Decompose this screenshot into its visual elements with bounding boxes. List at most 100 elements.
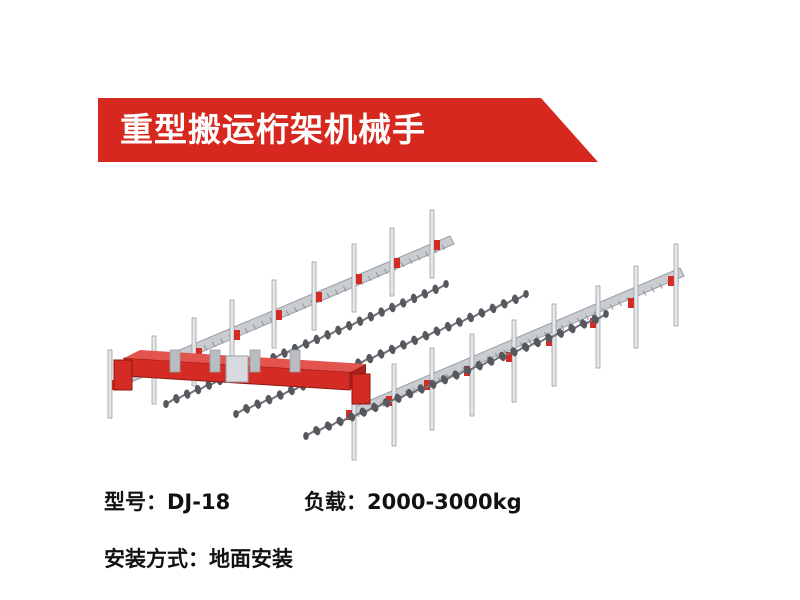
wheelset-wheel (361, 408, 367, 417)
front-rail-rib (585, 314, 590, 321)
wheelset-wheel (523, 343, 530, 352)
back-rail-rib (375, 272, 380, 278)
wheelset-wheel (446, 323, 452, 332)
wheelset-wheel (433, 286, 439, 294)
wheelset-wheel (278, 391, 284, 400)
wheelset-wheel (593, 316, 599, 324)
support-post (351, 243, 357, 313)
wheelset-wheel (535, 339, 541, 348)
gantry-robot-illustration (107, 209, 685, 461)
back-rail-rib (301, 303, 306, 309)
wheelset-wheel (303, 432, 309, 440)
support-post (389, 227, 395, 297)
post-bracket (424, 380, 430, 390)
wheelset-wheel (378, 350, 385, 359)
wheelset-wheel (422, 290, 429, 299)
back-rail-rib (408, 258, 413, 264)
wheelset-wheel (289, 387, 295, 396)
support-post (429, 347, 435, 431)
wheelset-wheel (512, 348, 518, 357)
install-spec: 安装方式：地面安装 (104, 547, 293, 571)
gantry-end-truck (351, 373, 371, 405)
wheelset-wheel (336, 327, 342, 336)
wheelset-wheel (390, 346, 396, 355)
wheelset-wheel (163, 400, 169, 408)
post-bracket (628, 298, 634, 308)
gantry-end-truck (113, 359, 133, 391)
front-rail-rib (527, 338, 532, 345)
wheelset-wheel (558, 329, 564, 338)
front-rail-rib (560, 324, 565, 331)
support-post (469, 333, 475, 417)
post-bracket (316, 292, 322, 302)
gripper-carriage (169, 349, 181, 373)
wheelset-wheel (372, 404, 379, 413)
wheelset-wheel (412, 337, 419, 346)
wheelset-wheel (326, 422, 332, 431)
wheelset-wheel (384, 399, 391, 408)
wheelset-wheel (357, 317, 364, 326)
back-rail-rib (342, 286, 347, 292)
banner-shape (98, 98, 598, 162)
wheelset-wheel (581, 320, 588, 329)
support-post (595, 285, 601, 369)
wheelset-wheel (477, 362, 483, 371)
back-rail-rib (416, 254, 421, 261)
post-bracket (590, 318, 596, 328)
back-rail-rib (326, 292, 331, 299)
back-rail-rib (293, 306, 298, 313)
front-rail-rib (609, 304, 614, 310)
wheelset-wheel (184, 390, 191, 399)
wheelset-wheel (368, 313, 375, 322)
wheelset-wheel (513, 296, 519, 304)
wheelset-wheel (457, 318, 463, 327)
wheelset-wheel (174, 395, 180, 404)
wheelset-wheel (390, 304, 396, 313)
wheelset-wheel (396, 394, 402, 403)
support-post (107, 349, 113, 419)
wheelset-wheel (430, 380, 437, 389)
post-bracket (434, 240, 440, 250)
front-rail-rib (650, 286, 655, 293)
post-bracket (234, 330, 240, 340)
back-rail-rib (383, 268, 388, 275)
wheelset-wheel (423, 332, 430, 341)
support-post (673, 243, 679, 327)
support-post (551, 303, 557, 387)
wheelset-wheel (454, 371, 460, 380)
gripper-carriage (209, 349, 221, 373)
back-rail-rib (219, 338, 224, 344)
wheelset-wheel (500, 353, 507, 362)
wheelset-wheel (523, 290, 529, 298)
back-rail-rib (260, 320, 265, 327)
wheelset-wheel (367, 355, 374, 364)
wheelset-wheel (346, 322, 353, 331)
wheelset-wheel (314, 336, 320, 345)
wheelset-wheel (603, 310, 609, 318)
wheelset-wheel (443, 280, 449, 288)
wheelset-wheel (434, 327, 441, 336)
wheelset-wheel (488, 357, 495, 366)
wheelset-wheel (401, 341, 407, 350)
gripper-carriage (289, 349, 301, 373)
wheelset-wheel (195, 386, 202, 395)
post-bracket (356, 274, 362, 284)
gripper-carriage (249, 349, 261, 373)
wheelset-wheel (411, 295, 418, 304)
model-spec: 型号：DJ-18 (104, 490, 231, 514)
back-rail-rib (441, 244, 446, 250)
back-rail-rib (252, 324, 257, 330)
gripper-head (225, 355, 249, 383)
front-rail-rib (642, 290, 647, 296)
front-rail-rib (617, 300, 622, 307)
wheelset-wheel (419, 385, 425, 394)
back-rail-rib (285, 310, 290, 316)
wheelset-wheel (379, 308, 385, 317)
wheelset-wheel (233, 410, 239, 418)
page-title: 重型搬运桁架机械手 (120, 110, 426, 149)
front-rail-rib (658, 283, 663, 289)
wheelset-wheel (206, 381, 212, 390)
back-rail-rib (244, 327, 249, 334)
wheelset-wheel (244, 405, 250, 414)
post-bracket (196, 348, 202, 358)
